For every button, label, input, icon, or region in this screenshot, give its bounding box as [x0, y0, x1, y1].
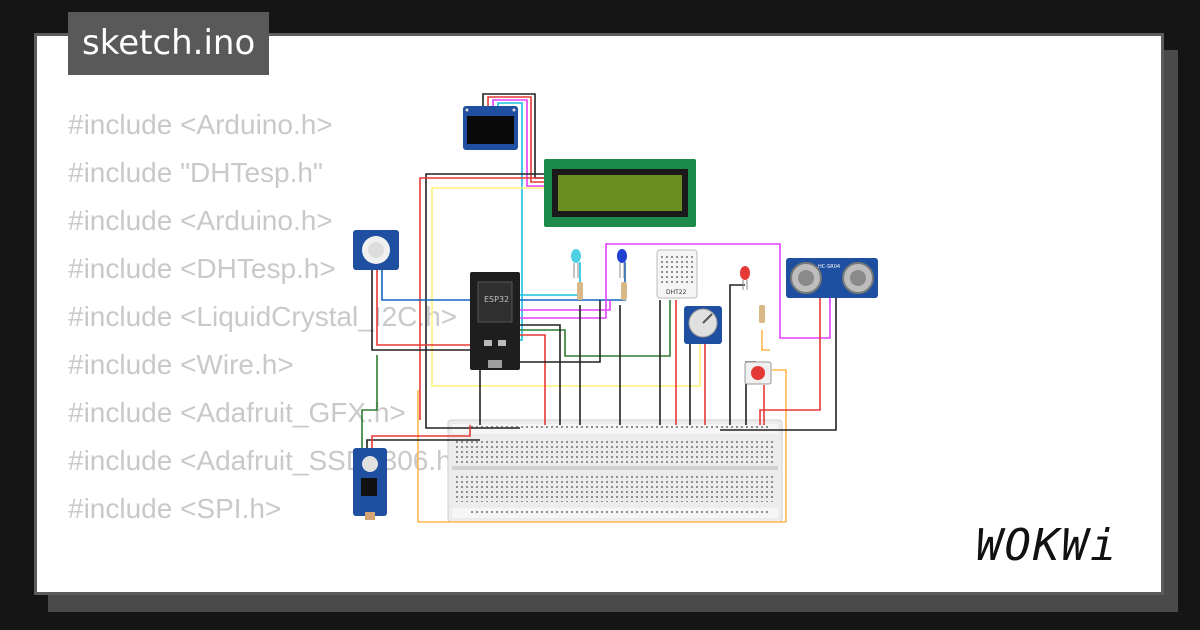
dht22-sensor[interactable]: DHT22: [656, 249, 698, 299]
code-line: #include <Arduino.h>: [68, 109, 333, 140]
code-line: #include <Arduino.h>: [68, 205, 333, 236]
ultrasonic-sensor[interactable]: HC-SR04: [786, 258, 878, 298]
code-line: #include <SPI.h>: [68, 493, 282, 524]
ultrasonic-label: HC-SR04: [818, 264, 840, 270]
code-line: #include <Adafruit_SSD1306.h>: [68, 445, 469, 476]
lcd-display[interactable]: [544, 159, 696, 227]
breadboard: [447, 419, 783, 523]
led-blue[interactable]: [617, 249, 627, 278]
led-red[interactable]: [740, 266, 750, 290]
wires: [361, 93, 837, 523]
file-tab[interactable]: sketch.ino: [68, 12, 270, 75]
code-line: #include <Wire.h>: [68, 349, 294, 380]
esp32-board[interactable]: ESP32: [470, 272, 520, 370]
oled-display[interactable]: [463, 106, 518, 150]
code-line: #include <LiquidCrystal_I2C.h>: [68, 301, 458, 332]
resistor: [577, 282, 765, 323]
potentiometer[interactable]: [684, 306, 722, 344]
wokwi-logo: WOKWi: [976, 520, 1119, 571]
push-button[interactable]: [744, 361, 772, 385]
dht-label: DHT22: [666, 289, 687, 296]
esp32-label: ESP32: [484, 295, 509, 304]
ldr-module[interactable]: [353, 448, 387, 520]
code-line: #include <Adafruit_GFX.h>: [68, 397, 406, 428]
pir-sensor[interactable]: [353, 230, 399, 270]
code-preview: #include <Arduino.h> #include "DHTesp.h"…: [68, 104, 468, 536]
code-line: #include "DHTesp.h": [68, 157, 323, 188]
led-cyan[interactable]: [571, 249, 581, 278]
code-line: #include <DHTesp.h>: [68, 253, 336, 284]
